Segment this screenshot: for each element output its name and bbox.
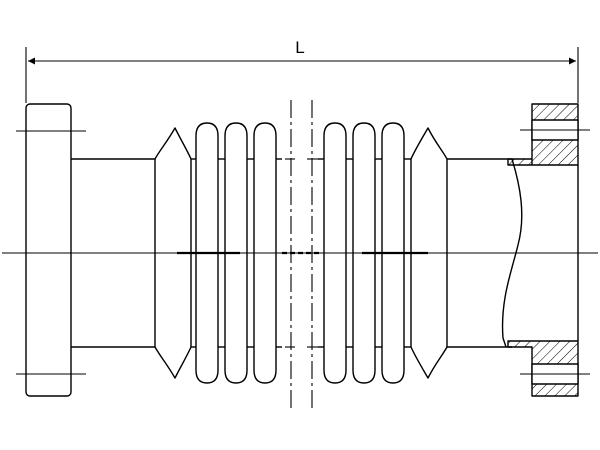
right-flange xyxy=(507,103,590,397)
right-pipe-end xyxy=(447,158,523,348)
dimension-label: L xyxy=(295,38,304,57)
left-pipe-end xyxy=(71,158,155,348)
break-lines xyxy=(282,100,322,408)
bellows-left-half xyxy=(154,122,282,384)
left-flange xyxy=(16,103,86,397)
dimension-l: L xyxy=(25,38,579,103)
bellows-right-half xyxy=(318,122,448,384)
break-curve xyxy=(501,158,523,348)
